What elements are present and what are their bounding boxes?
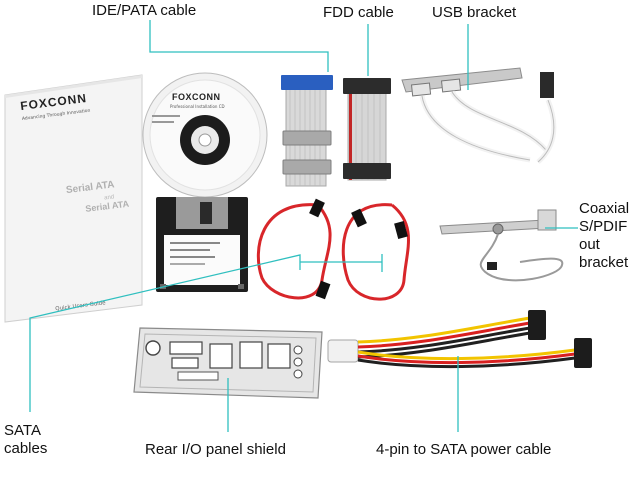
label-fdd-cable: FDD cable <box>323 4 394 21</box>
label-sata-power-cable: 4-pin to SATA power cable <box>376 441 552 458</box>
spdif-bracket <box>439 209 564 282</box>
label-sata-cables: SATA cables <box>4 422 48 457</box>
usb-bracket <box>401 67 557 164</box>
ide-blue-connector <box>281 75 333 90</box>
sata-cables <box>256 198 410 301</box>
label-coaxial-spdif-bracket: Coaxial S/PDIF out bracket <box>579 200 630 271</box>
quick-guide-booklet: FOXCONN Advancing Through Innovation Ser… <box>4 74 143 323</box>
label-ide-pata-cable: IDE/PATA cable <box>92 2 197 19</box>
fdd-cable <box>343 78 391 181</box>
label-rear-io-shield: Rear I/O panel shield <box>145 441 286 458</box>
driver-floppy-disk <box>156 197 248 292</box>
leader-ide <box>149 20 329 72</box>
guide-title-and: and <box>104 194 115 201</box>
cd-subtitle: Professional Installation CD <box>170 104 225 109</box>
label-usb-bracket: USB bracket <box>432 4 517 21</box>
sata-power-cable <box>327 310 592 369</box>
leader-lines <box>29 20 578 432</box>
cd-brand: FOXCONN <box>172 92 221 102</box>
ide-pata-cable <box>281 75 333 187</box>
rear-io-shield <box>133 327 323 399</box>
installation-cd: FOXCONN Professional Installation CD <box>142 72 268 198</box>
